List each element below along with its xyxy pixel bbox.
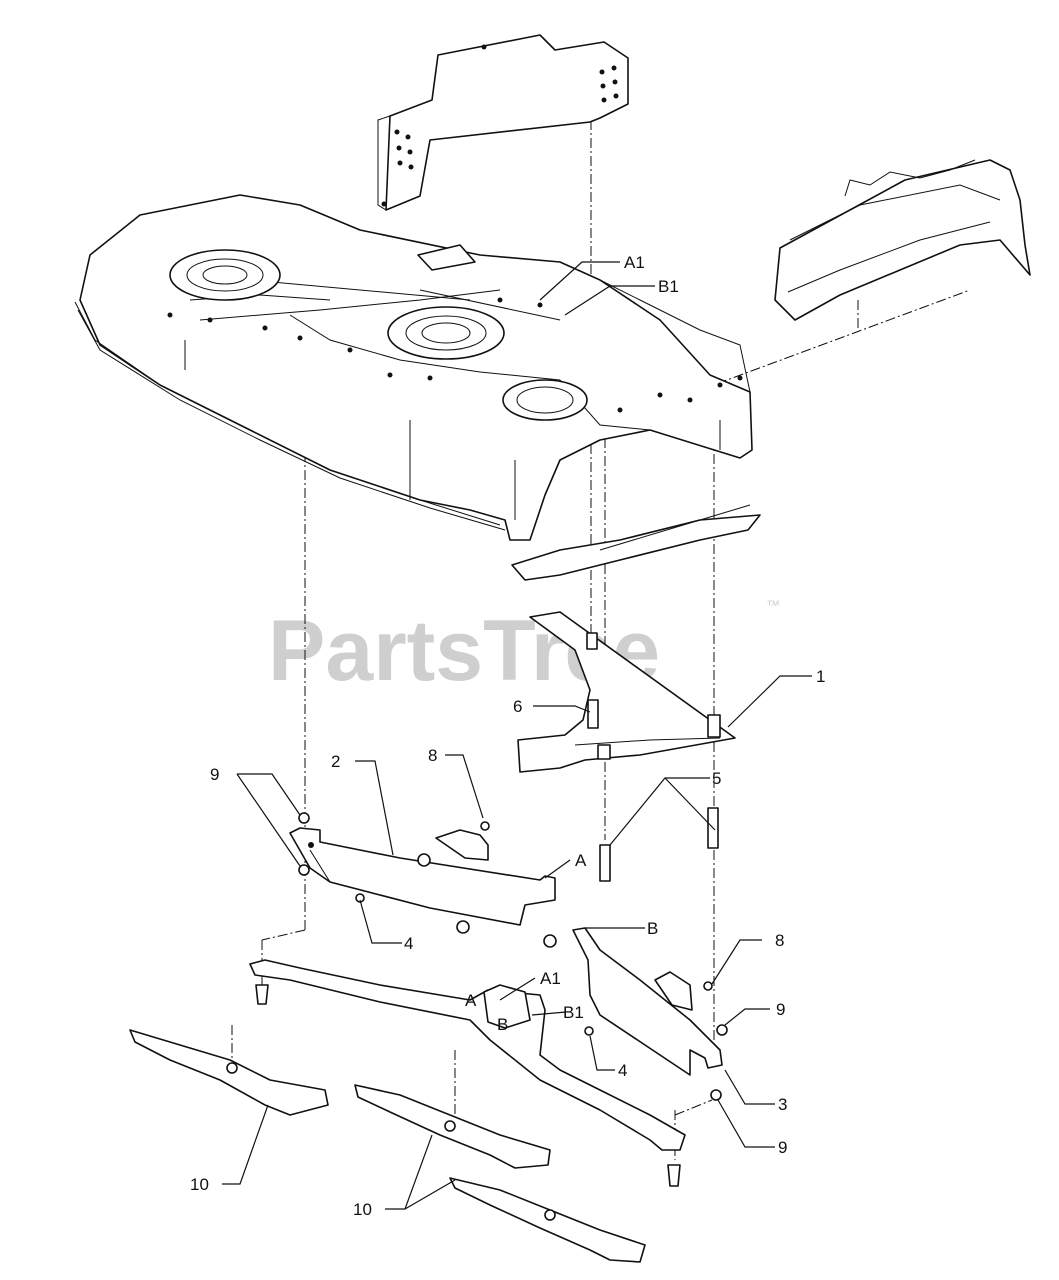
discharge-chute	[774, 159, 1031, 321]
callout-5: 5	[712, 769, 721, 788]
callout-9-bottom: 9	[778, 1138, 787, 1157]
deck-hanger-bracket	[377, 34, 629, 211]
blade-middle	[354, 1084, 551, 1169]
callout-6: 6	[513, 697, 522, 716]
callout-1: 1	[816, 667, 825, 686]
callout-a-mid: A	[575, 851, 587, 870]
callout-labels: A1 B1 1 6 8 9 2 5 A 4 B 8 A1 A B B1 9 4 …	[190, 253, 825, 1219]
callout-4-right: 4	[618, 1061, 627, 1080]
callout-a1-top: A1	[624, 253, 645, 272]
hardware	[255, 812, 728, 1187]
callout-a-low: A	[465, 991, 477, 1010]
callout-b1-top: B1	[658, 277, 679, 296]
callout-10-left: 10	[190, 1175, 209, 1194]
callout-b-mid: B	[647, 919, 658, 938]
callout-10-bottom: 10	[353, 1200, 372, 1219]
callout-4-left: 4	[404, 934, 413, 953]
baffle-plate	[511, 504, 761, 581]
callout-9-right: 9	[776, 1000, 785, 1019]
callout-8-left: 8	[428, 746, 437, 765]
callout-b-low: B	[497, 1015, 508, 1034]
lower-cross-bracket	[249, 959, 686, 1151]
callout-9-left: 9	[210, 765, 219, 784]
part-1-shield	[517, 611, 736, 773]
leader-lines	[222, 261, 812, 1210]
callout-b1-low: B1	[563, 1003, 584, 1022]
part-2-bracket	[289, 827, 556, 926]
watermark-trademark: ™	[766, 597, 780, 613]
part-5-pin-left	[599, 844, 611, 882]
callout-8-right: 8	[775, 931, 784, 950]
callout-a1-low: A1	[540, 969, 561, 988]
mower-deck-housing	[74, 194, 753, 541]
part-6-pin	[587, 699, 599, 729]
blade-left	[129, 1029, 329, 1116]
blade-right	[449, 1177, 646, 1263]
callout-3: 3	[778, 1095, 787, 1114]
part-3-bracket	[572, 927, 723, 1076]
callout-2: 2	[331, 752, 340, 771]
